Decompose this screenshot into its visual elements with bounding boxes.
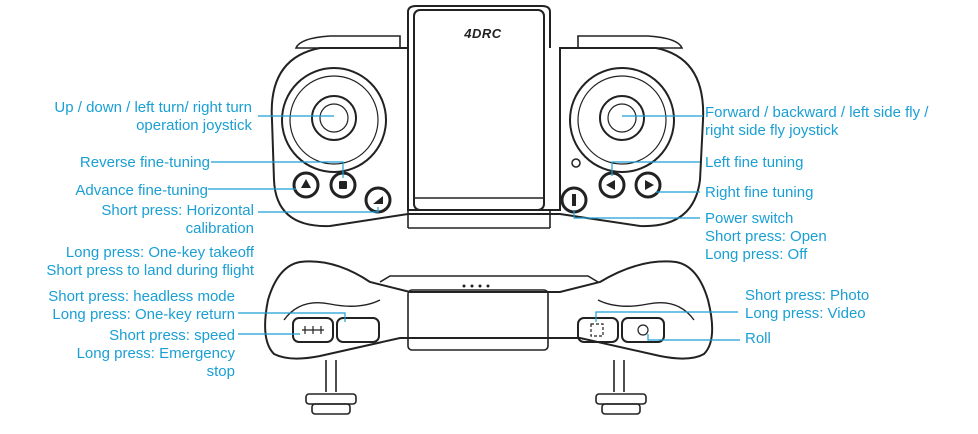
right-fine-tuning-label: Right fine tuning	[705, 184, 814, 201]
phone-holder-panel	[413, 9, 545, 211]
left-fine-tuning-label: Left fine tuning	[705, 154, 804, 171]
advance-fine-tuning-button	[292, 171, 320, 199]
controller-top-view	[270, 5, 705, 229]
right-stick-base	[595, 393, 647, 405]
side-dots	[462, 284, 490, 288]
headless-return-label: Short press: headless mode Long press: O…	[48, 288, 235, 323]
leader-lines	[208, 115, 740, 341]
controller-body	[270, 47, 705, 228]
advance-fine-tuning-label: Advance fine-tuning	[75, 182, 208, 199]
left-joystick-ring	[281, 67, 387, 173]
speed-emergency-label: Short press: speed Long press: Emergency…	[76, 327, 235, 380]
photo-video-button	[577, 317, 619, 343]
side-phone-slot	[407, 289, 549, 351]
right-joystick-cap	[599, 95, 645, 141]
controller-side-view	[264, 260, 714, 415]
horizontal-calibration-label: Short press: Horizontal calibration	[101, 202, 254, 237]
indicator-light	[571, 158, 581, 168]
roll-label: Roll	[745, 330, 771, 347]
phone-holder-top	[407, 5, 551, 48]
photo-video-label: Short press: Photo Long press: Video	[745, 287, 870, 322]
button-glyphs	[301, 179, 654, 206]
reverse-fine-tuning-label: Reverse fine-tuning	[79, 154, 210, 171]
power-switch-label: Power switch Short press: Open Long pres…	[705, 210, 827, 263]
left-joystick-label: Up / down / left turn/ right turn operat…	[54, 99, 252, 134]
right-fine-tuning-button	[634, 171, 662, 199]
right-shoulder-bumper	[577, 35, 684, 49]
takeoff-land-label: Long press: One-key takeoff Short press …	[46, 244, 254, 279]
right-joystick-ring	[569, 67, 675, 173]
headless-return-button	[336, 317, 380, 343]
left-joystick-cap	[311, 95, 357, 141]
left-shoulder-bumper	[294, 35, 401, 49]
roll-button	[621, 317, 665, 343]
controller-side-body	[264, 260, 714, 360]
left-stick-base	[305, 393, 357, 405]
brand-logo: 4DRC	[464, 26, 502, 41]
speed-button	[292, 317, 334, 343]
right-joystick-label: Forward / backward / left side fly / rig…	[705, 104, 929, 139]
